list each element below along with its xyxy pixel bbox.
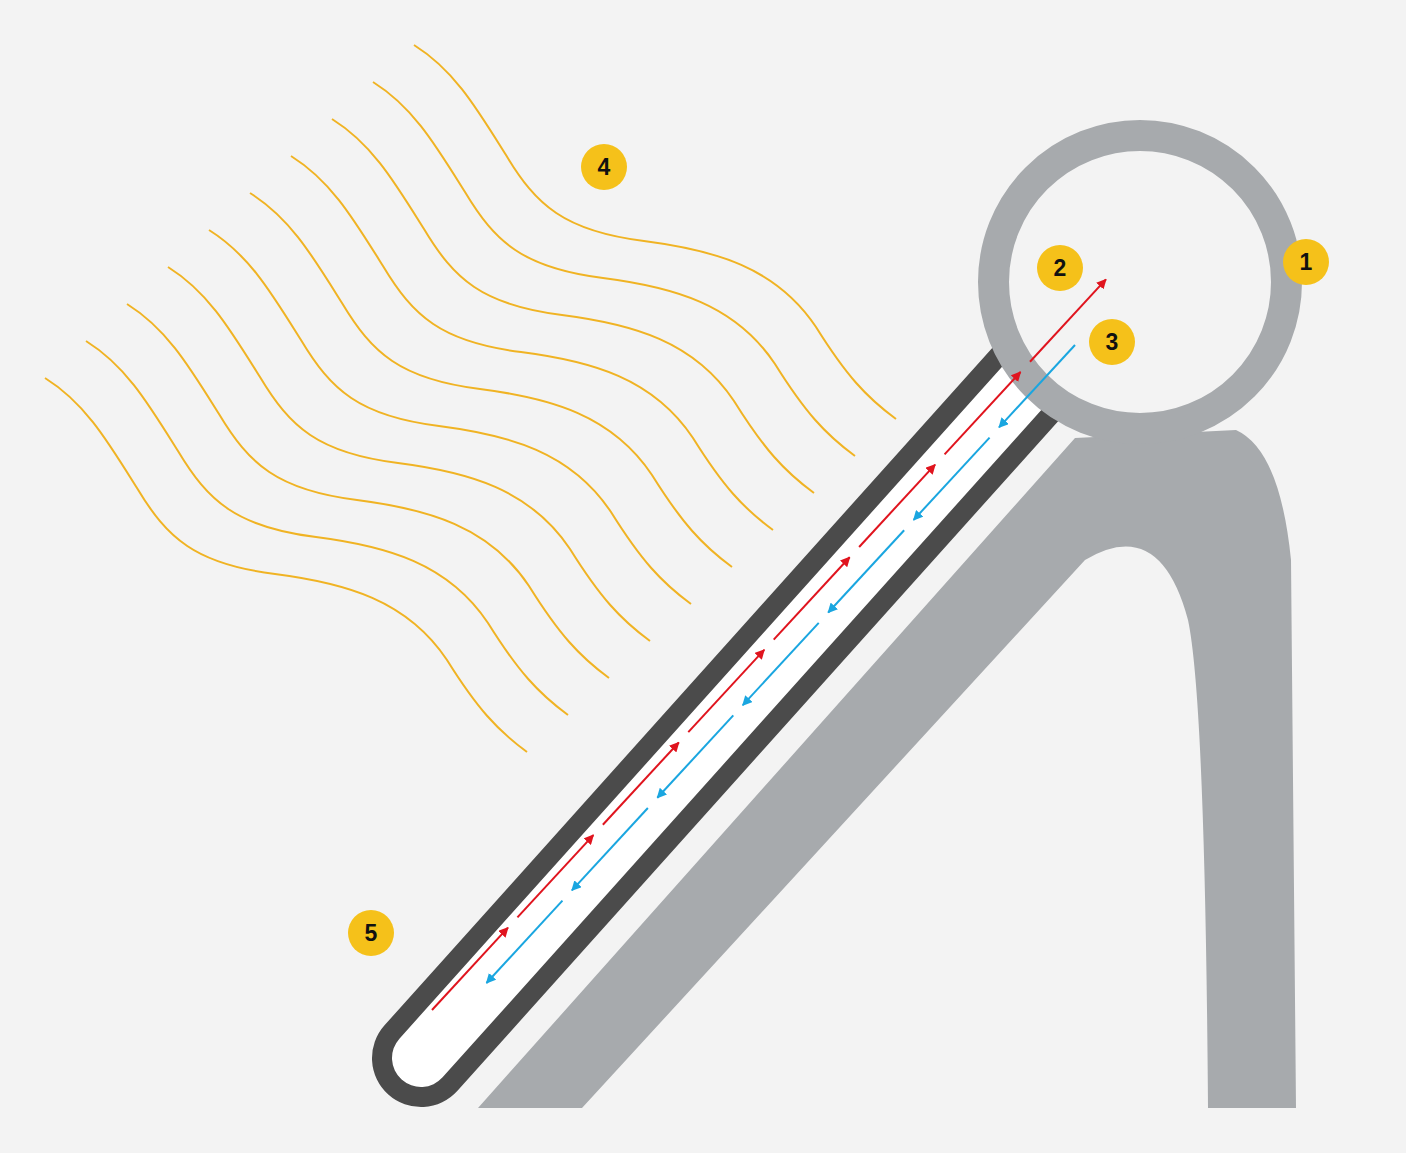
flow-arrow: [432, 928, 508, 1010]
flow-arrow: [517, 835, 593, 917]
callout-text: 3: [1106, 331, 1119, 354]
flow-arrow: [774, 557, 850, 639]
flow-arrow: [603, 742, 679, 824]
sun-ray: [168, 267, 650, 641]
flow-arrow: [743, 623, 819, 705]
sun-ray: [127, 304, 609, 678]
flow-arrow: [999, 345, 1075, 427]
flow-arrow: [657, 715, 733, 797]
sun-ray: [45, 378, 527, 752]
sun-ray: [86, 341, 568, 715]
sun-ray: [414, 45, 896, 419]
flow-arrow: [828, 530, 904, 612]
sun-ray: [332, 119, 814, 493]
callout-number: 2: [1037, 245, 1083, 291]
flow-arrow: [945, 372, 1021, 454]
flow-arrow: [572, 808, 648, 890]
callout-number: 5: [348, 910, 394, 956]
callout-number: 3: [1089, 319, 1135, 365]
flow-arrow: [914, 438, 990, 520]
callout-text: 4: [598, 156, 611, 179]
callout-number: 1: [1283, 239, 1329, 285]
sun-ray: [209, 230, 691, 604]
sun-ray: [291, 156, 773, 530]
callout-text: 1: [1300, 251, 1313, 274]
callout-number: 4: [581, 144, 627, 190]
vacuum-tube-inner: [421, 290, 1110, 1058]
flow-arrows: [432, 279, 1106, 1010]
callout-text: 5: [365, 922, 378, 945]
sun-ray: [250, 193, 732, 567]
water-tank: [994, 136, 1287, 429]
flow-arrow: [688, 650, 764, 732]
vacuum-tube-wall: [421, 290, 1110, 1058]
flow-arrow: [486, 901, 562, 983]
callout-text: 2: [1054, 257, 1067, 280]
flow-arrow: [859, 465, 935, 547]
sun-ray: [373, 82, 855, 456]
